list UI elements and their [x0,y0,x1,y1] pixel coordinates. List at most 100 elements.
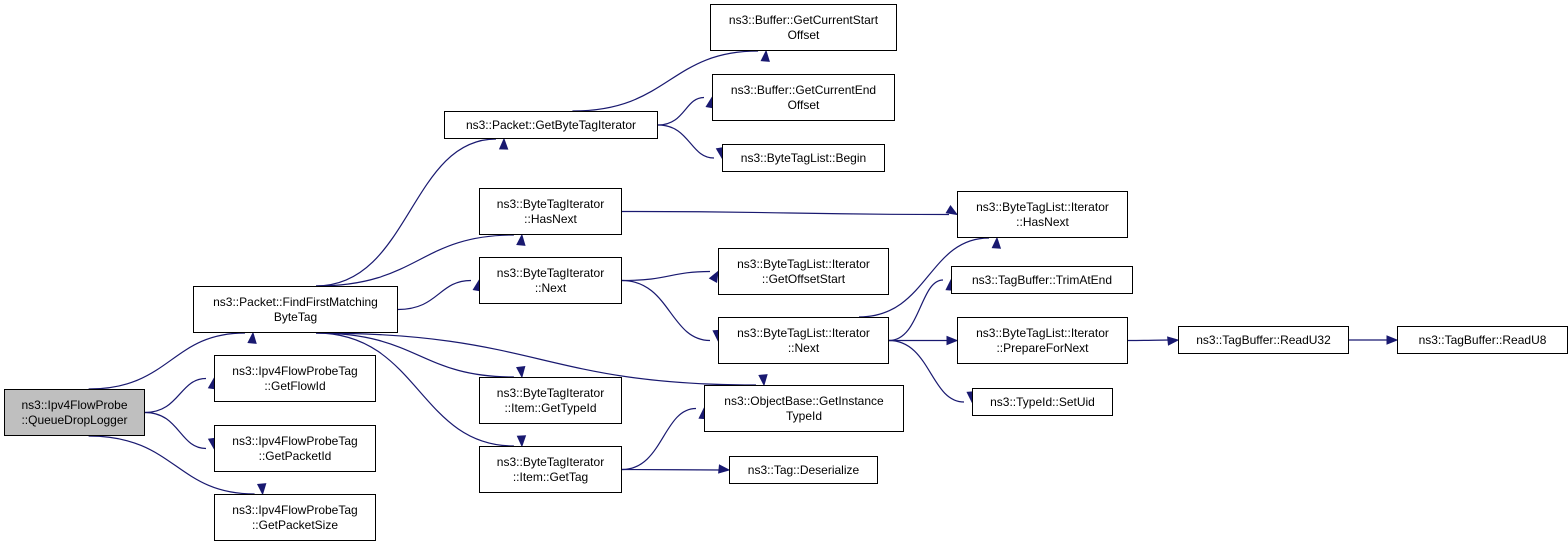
node-label-line: Offset [787,27,820,42]
node-tb-readu8[interactable]: ns3::TagBuffer::ReadU8 [1397,326,1568,354]
edge-btli_next-to-tb_trim [888,279,944,342]
edge-getbytetagiter-to-btl_begin [657,124,715,159]
node-label-line: ns3::ByteTagList::Iterator [737,325,870,340]
node-bti-gettypeid[interactable]: ns3::ByteTagIterator::Item::GetTypeId [479,377,622,424]
node-label-line: ns3::ByteTagIterator [496,385,605,400]
edge-root-to-getflowid [144,377,207,414]
edge-bti_next-to-btli_next [621,279,711,342]
edge-findfirst-to-bti_gettag [315,332,514,447]
arrowhead-buf_start [760,49,770,62]
node-label-line: ::GetFlowId [264,378,326,393]
edge-findfirst-to-bti_next [397,279,472,311]
node-tb-trim[interactable]: ns3::TagBuffer::TrimAtEnd [951,266,1133,294]
node-label-line: ns3::Ipv4FlowProbeTag [232,433,358,448]
arrowhead-getpacketsize [256,483,267,496]
arrowhead-btli_hasnext [991,236,1002,249]
arrowhead-btli_prepare [946,335,959,346]
arrowhead-findfirst [247,331,257,344]
node-btli-getoffset[interactable]: ns3::ByteTagList::Iterator::GetOffsetSta… [718,248,889,295]
node-label-line: ns3::Buffer::GetCurrentStart [728,12,879,27]
edge-getbytetagiter-to-buf_start [572,50,759,112]
arrowhead-tb_readu32 [1167,336,1180,346]
arrowhead-getbytetagiter [498,137,509,150]
edge-root-to-getpacketsize [88,435,255,495]
node-label-line: ::GetOffsetStart [761,271,846,286]
node-label-line: ns3::ByteTagIterator [496,196,605,211]
node-bti-next[interactable]: ns3::ByteTagIterator::Next [479,257,622,304]
node-label-line: ns3::Packet::FindFirstMatching [213,294,378,309]
node-getflowid[interactable]: ns3::Ipv4FlowProbeTag::GetFlowId [214,355,376,402]
node-getbytetagiter[interactable]: ns3::Packet::GetByteTagIterator [444,111,658,139]
edge-root-to-findfirst [88,332,246,390]
arrowhead-bti_hasnext [516,233,526,246]
arrowhead-tb_readu8 [1386,335,1399,345]
arrowhead-bti_gettag [516,435,527,448]
edge-btli_next-to-btli_hasnext [858,237,990,318]
node-label-line: TypeId [785,408,823,423]
node-label-line: ::HasNext [524,211,577,226]
edge-getbytetagiter-to-buf_end [657,96,705,126]
node-label-line: ns3::TypeId::SetUid [990,394,1095,409]
arrowhead-tag_deser [718,464,731,474]
edge-findfirst-to-getbytetagiter [315,138,497,287]
node-label-line: ns3::Ipv4FlowProbe [21,397,128,412]
node-label-line: ns3::Packet::GetByteTagIterator [465,117,637,132]
arrowhead-btli_hasnext [945,205,959,216]
node-label-line: ::Item::GetTag [512,469,589,484]
arrowhead-ob_gettypeid [758,374,768,387]
node-label-line: ::Next [534,280,567,295]
node-label-line: ns3::ByteTagList::Iterator [976,325,1109,340]
node-label-line: ns3::ByteTagList::Begin [740,150,867,165]
node-label-line: ns3::Buffer::GetCurrentEnd [730,82,877,97]
node-btl-begin[interactable]: ns3::ByteTagList::Begin [722,144,885,172]
node-label-line: ::PrepareForNext [996,340,1089,355]
node-bti-hasnext[interactable]: ns3::ByteTagIterator::HasNext [479,188,622,235]
node-label-line: ns3::TagBuffer::ReadU8 [1418,332,1547,347]
node-root: ns3::Ipv4FlowProbe::QueueDropLogger [4,389,145,436]
node-label-line: ns3::Tag::Deserialize [747,462,860,477]
node-label-line: ::GetPacketId [258,448,332,463]
node-btli-hasnext[interactable]: ns3::ByteTagList::Iterator::HasNext [957,191,1128,238]
node-label-line: ns3::ByteTagList::Iterator [976,199,1109,214]
node-label-line: ns3::Ipv4FlowProbeTag [232,363,358,378]
edge-findfirst-to-bti_gettypeid [315,332,514,378]
edge-bti_hasnext-to-btli_hasnext [621,210,950,216]
node-label-line: ns3::ByteTagList::Iterator [737,256,870,271]
node-label-line: ByteTag [273,309,318,324]
arrowhead-btli_getoffset [708,270,719,283]
edge-findfirst-to-ob_gettypeid [315,332,757,386]
edge-btli_next-to-typeid_setuid [888,339,965,403]
node-label-line: ns3::Ipv4FlowProbeTag [232,502,358,517]
edge-root-to-getpacketid [144,411,207,450]
node-label-line: ::Item::GetTypeId [504,400,597,415]
edge-btli_prepare-to-tb_readu32 [1127,339,1171,342]
edge-bti_next-to-btli_getoffset [621,270,711,282]
node-label-line: ::HasNext [1016,214,1069,229]
node-bti-gettag[interactable]: ns3::ByteTagIterator::Item::GetTag [479,446,622,493]
node-label-line: ::GetPacketSize [251,517,339,532]
node-tag-deser[interactable]: ns3::Tag::Deserialize [729,456,878,484]
node-label-line: ns3::ByteTagIterator [496,454,605,469]
node-label-line: ns3::ObjectBase::GetInstance [724,393,884,408]
edge-bti_gettag-to-ob_gettypeid [621,407,697,471]
node-btli-prepare[interactable]: ns3::ByteTagList::Iterator::PrepareForNe… [957,317,1128,364]
node-btli-next[interactable]: ns3::ByteTagList::Iterator::Next [718,317,889,364]
edge-findfirst-to-bti_hasnext [315,234,514,287]
node-label-line: ::QueueDropLogger [21,412,128,427]
node-tb-readu32[interactable]: ns3::TagBuffer::ReadU32 [1178,326,1349,354]
node-typeid-setuid[interactable]: ns3::TypeId::SetUid [972,388,1113,416]
node-getpacketid[interactable]: ns3::Ipv4FlowProbeTag::GetPacketId [214,425,376,472]
node-label-line: ns3::TagBuffer::ReadU32 [1196,332,1331,347]
node-label-line: ns3::ByteTagIterator [496,265,605,280]
node-getpacketsize[interactable]: ns3::Ipv4FlowProbeTag::GetPacketSize [214,494,376,541]
node-label-line: Offset [787,97,820,112]
edge-bti_gettag-to-tag_deser [621,468,722,471]
arrowhead-bti_gettypeid [516,366,526,379]
node-label-line: ::Next [787,340,820,355]
